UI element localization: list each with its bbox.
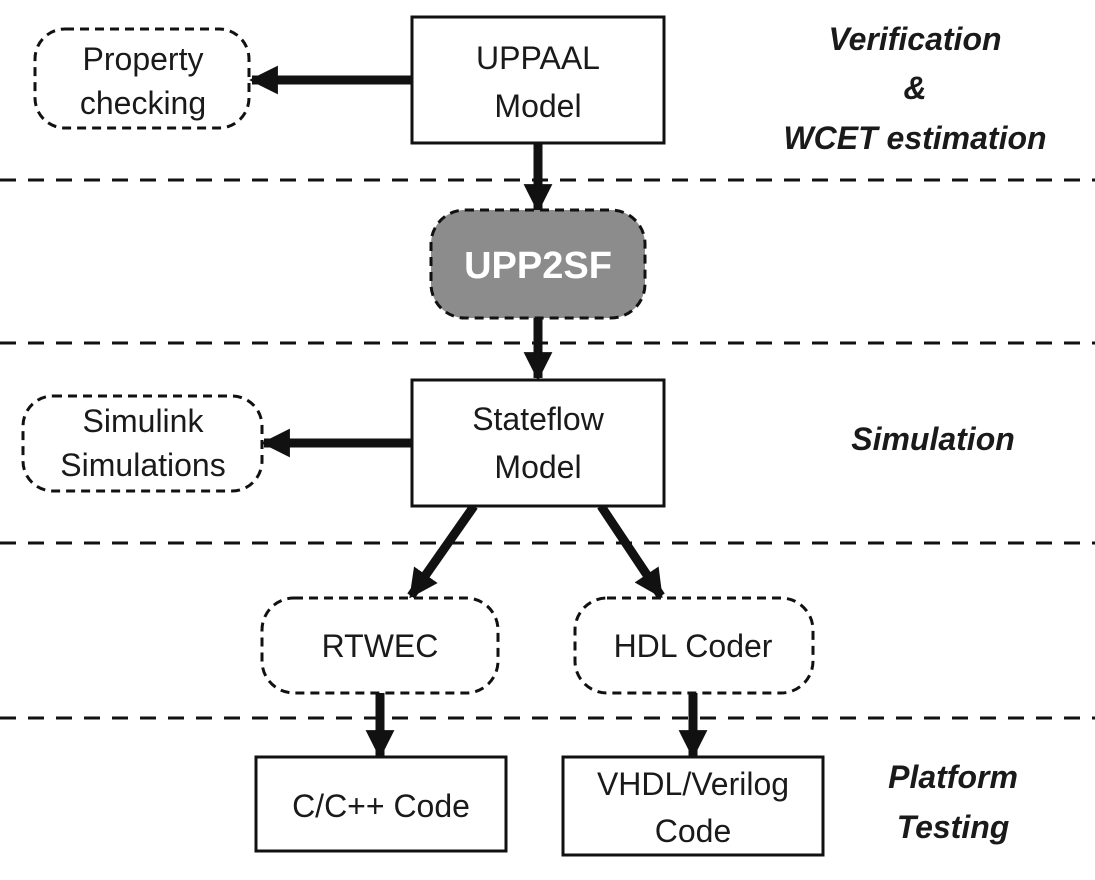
uppaal-model-label-line1: UPPAAL bbox=[476, 40, 600, 76]
rtwec-label: RTWEC bbox=[322, 628, 439, 664]
simulink-simulations-label-line2: Simulations bbox=[60, 447, 225, 483]
rtwec-node: RTWEC bbox=[260, 596, 500, 695]
stage-separators bbox=[0, 178, 1095, 720]
hdl-coder-box bbox=[573, 596, 815, 695]
simulink-simulations-label-line1: Simulink bbox=[83, 403, 205, 439]
edges bbox=[249, 65, 708, 759]
simulink-simulations-box bbox=[21, 394, 264, 493]
uppaal-model-box bbox=[410, 15, 666, 145]
upp2sf-label: UPP2SF bbox=[464, 245, 612, 287]
vhdl-code-label-line2: Code bbox=[655, 813, 732, 849]
property-checking-label-line2: checking bbox=[80, 85, 206, 121]
c-code-label: C/C++ Code bbox=[292, 788, 470, 824]
stage-label-platform-testing-line2: Testing bbox=[897, 809, 1010, 845]
stage-label-simulation-line1: Simulation bbox=[851, 421, 1015, 457]
stage-label-verification-line1: Verification bbox=[828, 21, 1001, 57]
upp2sf-node: UPP2SF bbox=[429, 208, 647, 320]
hdl-coder-node: HDL Coder bbox=[573, 596, 815, 695]
stage-label-platform-testing-line1: Platform bbox=[888, 759, 1018, 795]
stateflow-model-label-line2: Model bbox=[494, 449, 581, 485]
uppaal-model-label-line2: Model bbox=[494, 88, 581, 124]
property-checking-node: Property checking bbox=[33, 27, 251, 130]
stateflow-model-node: Stateflow Model bbox=[410, 378, 666, 508]
stage-label-simulation: Simulation bbox=[851, 421, 1015, 457]
stage-label-verification: Verification & WCET estimation bbox=[783, 21, 1046, 156]
property-checking-box bbox=[33, 27, 251, 130]
edge-stateflow-to-rtwec bbox=[407, 503, 478, 599]
vhdl-code-node: VHDL/Verilog Code bbox=[561, 755, 825, 857]
hdl-coder-label: HDL Coder bbox=[614, 628, 773, 664]
property-checking-label-line1: Property bbox=[83, 41, 204, 77]
stage-label-verification-line3: WCET estimation bbox=[783, 120, 1046, 156]
simulink-simulations-node: Simulink Simulations bbox=[21, 394, 264, 493]
rtwec-box bbox=[260, 596, 500, 695]
vhdl-code-label-line1: VHDL/Verilog bbox=[597, 766, 789, 802]
upp2sf-box bbox=[429, 208, 647, 320]
uppaal-model-node: UPPAAL Model bbox=[410, 15, 666, 145]
c-code-node: C/C++ Code bbox=[254, 755, 508, 853]
stateflow-model-box bbox=[410, 378, 666, 508]
edge-stateflow-to-hdl-coder bbox=[597, 503, 665, 599]
vhdl-code-box bbox=[561, 755, 825, 857]
stateflow-model-label-line1: Stateflow bbox=[472, 401, 605, 437]
c-code-box bbox=[254, 755, 508, 853]
stage-label-platform-testing: Platform Testing bbox=[888, 759, 1018, 845]
stage-label-verification-line2: & bbox=[903, 70, 926, 106]
